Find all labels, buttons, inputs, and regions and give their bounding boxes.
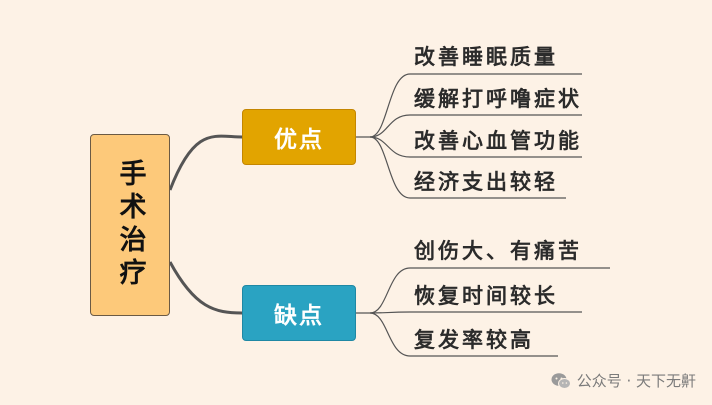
connector-cons-leaf-2 bbox=[369, 311, 582, 314]
cons-leaf: 恢复时间较长 bbox=[414, 283, 558, 308]
connector-pros-leaf-3 bbox=[369, 136, 582, 158]
connector-root-pros bbox=[168, 134, 243, 191]
cons-leaf: 创伤大、有痛苦 bbox=[414, 238, 582, 263]
branch-cons: 缺点 bbox=[242, 285, 356, 341]
branch-cons-label: 缺点 bbox=[274, 303, 324, 329]
root-label: 手术治疗 bbox=[114, 159, 146, 291]
connector-pros-leaf-2 bbox=[369, 114, 582, 138]
wechat-icon bbox=[551, 372, 571, 389]
connector-root-cons bbox=[168, 261, 243, 315]
connector-cons-leaf-3 bbox=[369, 312, 558, 357]
connector-pros-leaf-4 bbox=[369, 136, 566, 199]
connectors-cons-leaves bbox=[356, 267, 610, 357]
branch-pros-label: 优点 bbox=[274, 127, 324, 153]
pros-leaf: 缓解打呼噜症状 bbox=[414, 86, 582, 111]
connector-pros-leaf-1 bbox=[356, 73, 582, 138]
cons-leaf: 复发率较高 bbox=[414, 327, 534, 352]
pros-leaf: 改善睡眠质量 bbox=[414, 44, 558, 69]
connectors-pros-leaves bbox=[356, 73, 582, 199]
root-node: 手术治疗 bbox=[90, 134, 170, 316]
watermark-text: 公众号 · 天下无鼾 bbox=[576, 372, 696, 390]
watermark: 公众号 · 天下无鼾 bbox=[551, 370, 696, 391]
branch-pros: 优点 bbox=[242, 109, 356, 165]
pros-leaf: 改善心血管功能 bbox=[414, 128, 582, 153]
pros-leaf: 经济支出较轻 bbox=[414, 169, 558, 194]
